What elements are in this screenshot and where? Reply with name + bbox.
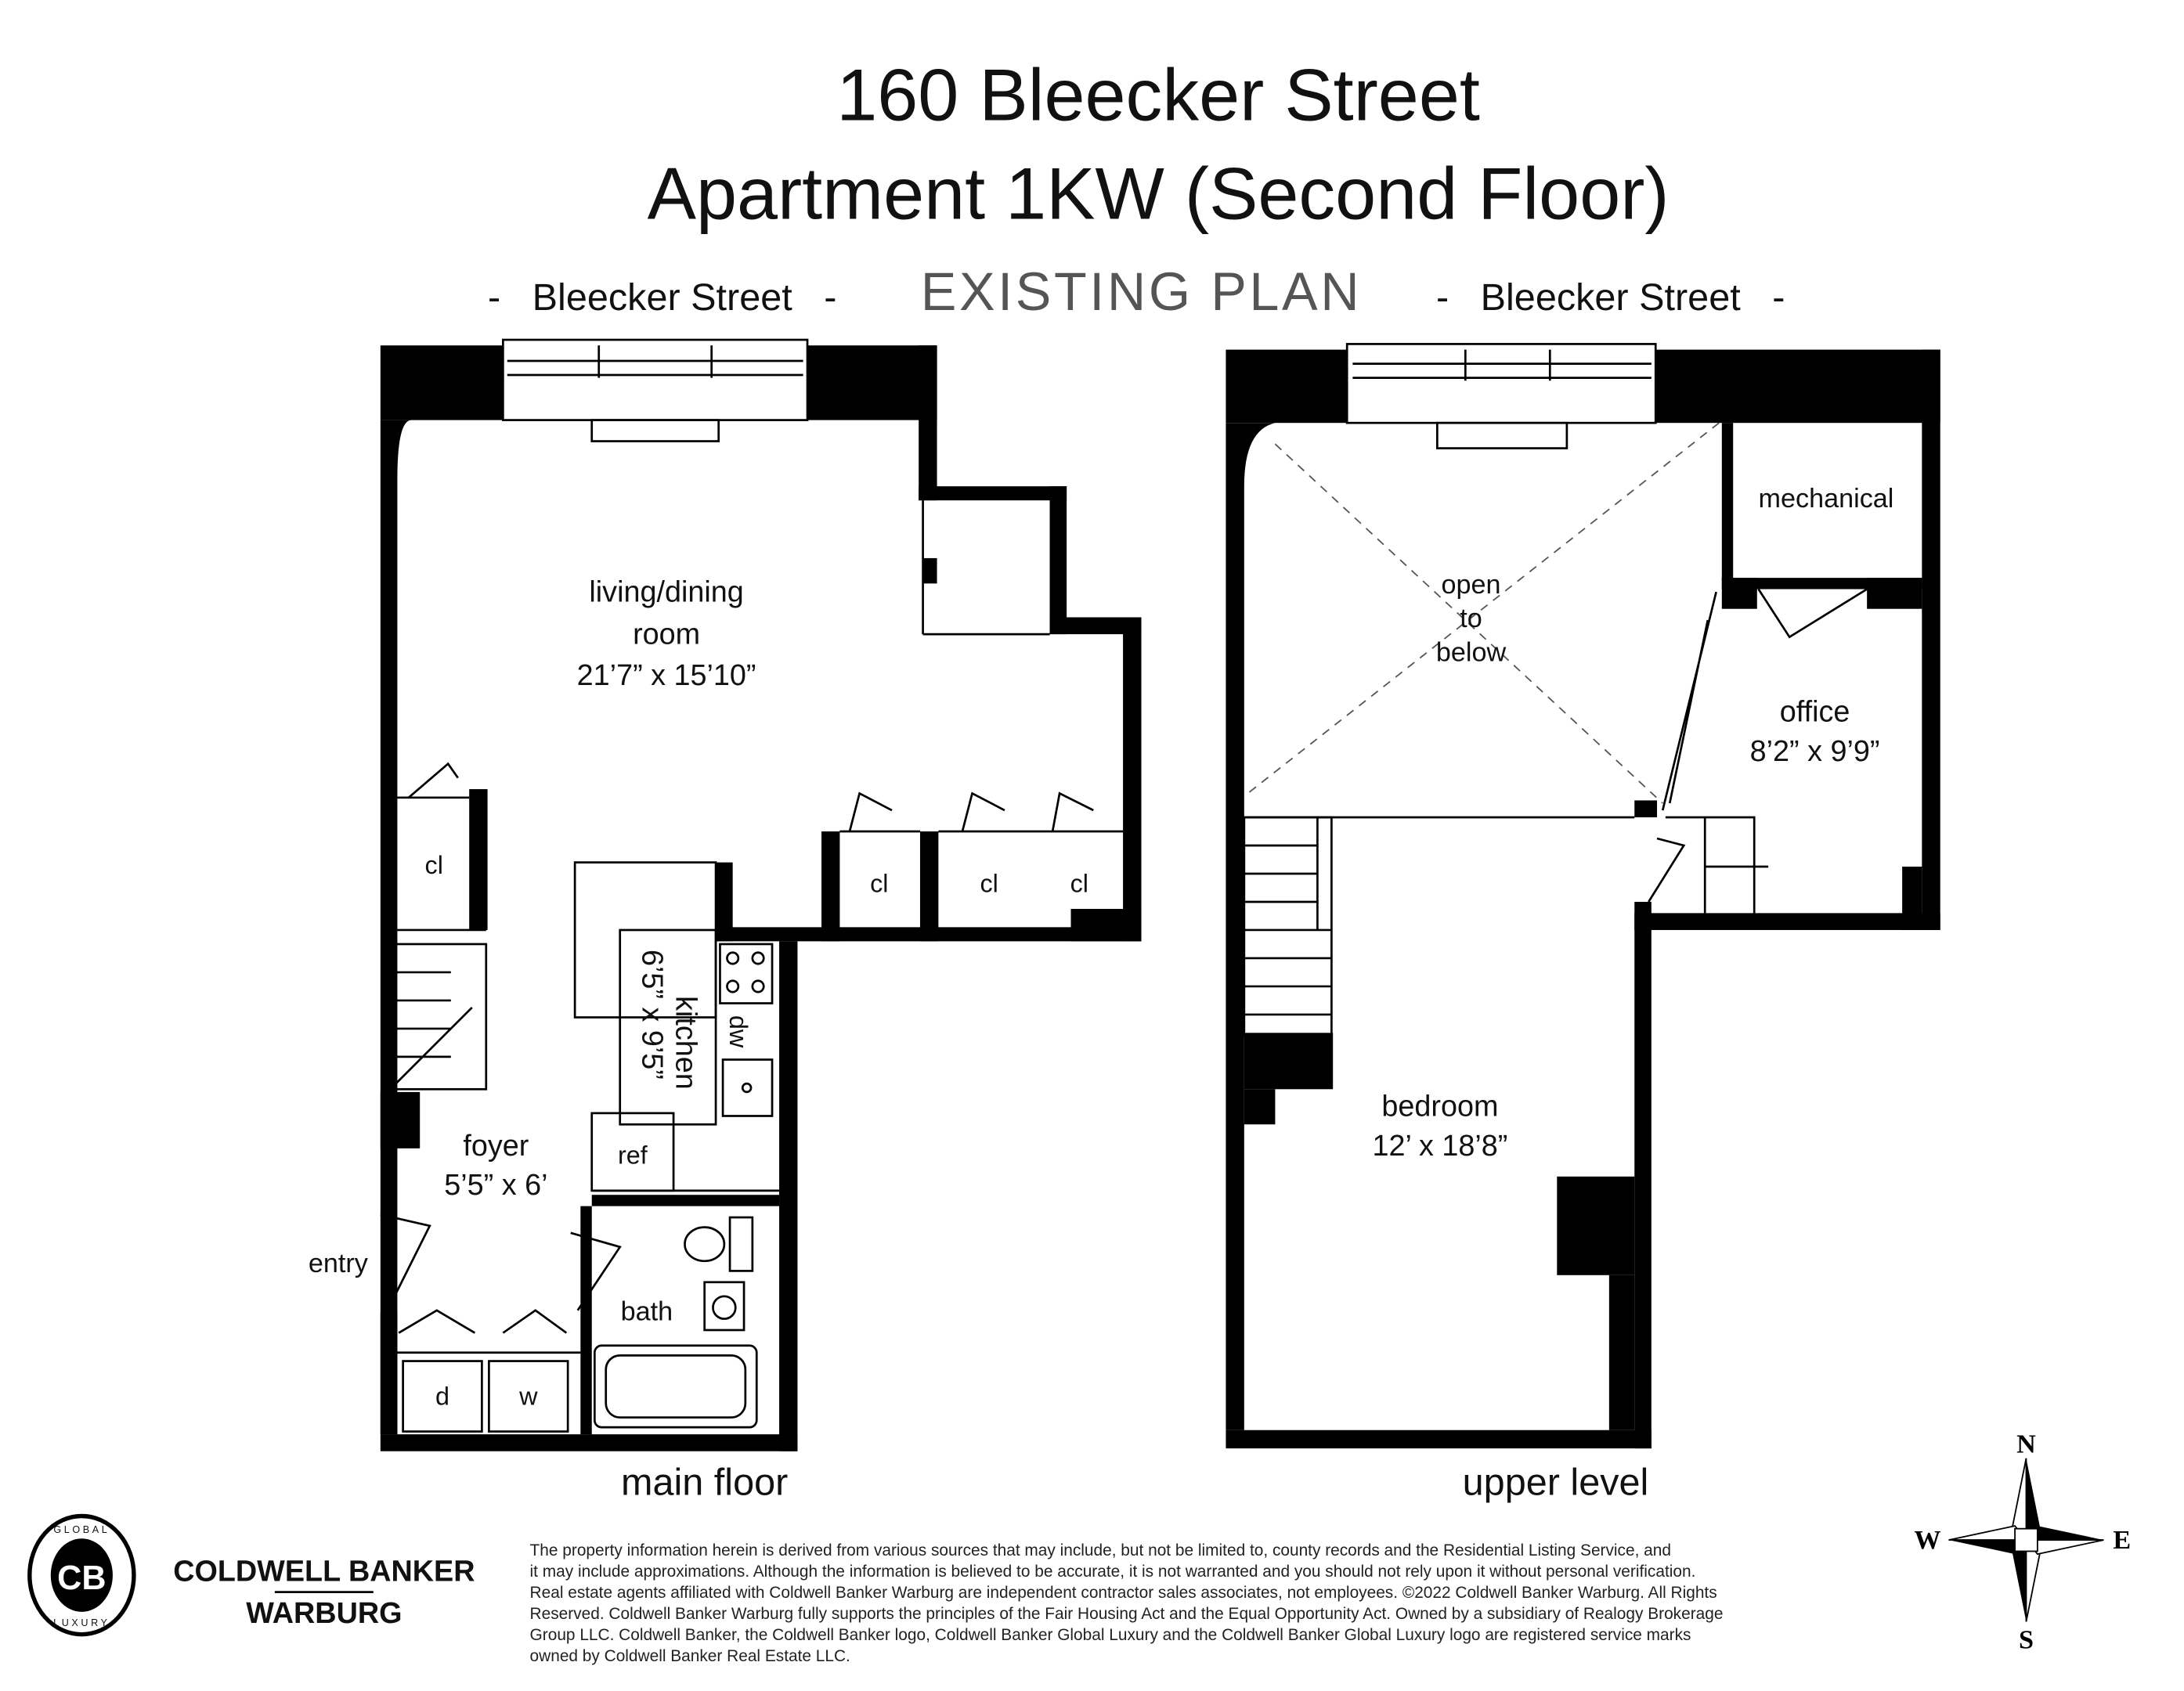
office-label: office [1780,696,1850,729]
kitchen-label: kitchen [670,996,702,1090]
title: 160 Bleecker Street [836,53,1480,135]
disclaimer-line: owned by Coldwell Banker Real Estate LLC… [530,1647,850,1665]
open-to-below-label-2: to [1460,604,1482,633]
disclaimer: The property information herein is deriv… [530,1541,1724,1665]
compass-n: N [2016,1430,2036,1459]
washer-label: w [518,1382,538,1410]
open-to-below-label: open [1442,570,1501,600]
living-room-label-2: room [633,618,700,651]
kitchen-dims: 6’5” x 9’5” [636,950,669,1080]
disclaimer-line: Real estate agents affiliated with Coldw… [530,1584,1717,1602]
dishwasher-label: dw [724,1015,753,1048]
bedroom-dims: 12’ x 18’8” [1373,1130,1508,1163]
main-floor-label: main floor [621,1462,788,1504]
disclaimer-line: it may include approximations. Although … [530,1563,1696,1581]
living-room-dims: 21’7” x 15’10” [577,659,756,692]
closet-label: cl [870,869,888,897]
disclaimer-line: Reserved. Coldwell Banker Warburg fully … [530,1605,1724,1623]
seal-mark: CB [57,1559,106,1597]
brand-office: WARBURG [246,1597,402,1630]
dryer-label: d [435,1382,449,1410]
seal-bottom-text: LUXURY [53,1617,110,1628]
closet-label: cl [980,869,998,897]
ref-label: ref [618,1141,648,1170]
open-to-below-label-3: below [1436,637,1507,667]
compass-w: W [1914,1526,1940,1555]
compass-s: S [2019,1626,2034,1655]
upper-level-plan: open to below mechanical office 8’2” x 9… [1226,343,1940,1504]
foyer-label: foyer [463,1130,529,1163]
bath-label: bath [621,1296,673,1326]
entry-label: entry [309,1249,369,1278]
main-floor-plan: living/dining room 21’7” x 15’10” kitche… [309,338,1142,1504]
compass-e: E [2113,1526,2131,1555]
brand-name: COLDWELL BANKER [173,1555,475,1588]
foyer-dims: 5’5” x 6’ [444,1169,547,1202]
closet-label: cl [1070,869,1088,897]
office-dims: 8’2” x 9’9” [1750,735,1880,768]
seal-top-text: GLOBAL [53,1524,110,1535]
street-label-left: - Bleecker Street - [488,276,836,319]
disclaimer-line: The property information herein is deriv… [530,1541,1671,1559]
disclaimer-line: Group LLC. Coldwell Banker, the Coldwell… [530,1626,1691,1644]
mechanical-label: mechanical [1759,484,1894,514]
bedroom-label: bedroom [1381,1090,1498,1123]
plan-label: EXISTING PLAN [921,262,1362,322]
compass-rose-icon: N S W E [1914,1430,2131,1655]
upper-level-label: upper level [1463,1462,1649,1504]
subtitle: Apartment 1KW (Second Floor) [648,152,1670,234]
street-label-right: - Bleecker Street - [1436,276,1785,319]
closet-label: cl [425,851,443,879]
living-room-label: living/dining [589,576,743,609]
coldwell-banker-logo: CB GLOBAL LUXURY COLDWELL BANKER WARBURG [27,1513,475,1637]
